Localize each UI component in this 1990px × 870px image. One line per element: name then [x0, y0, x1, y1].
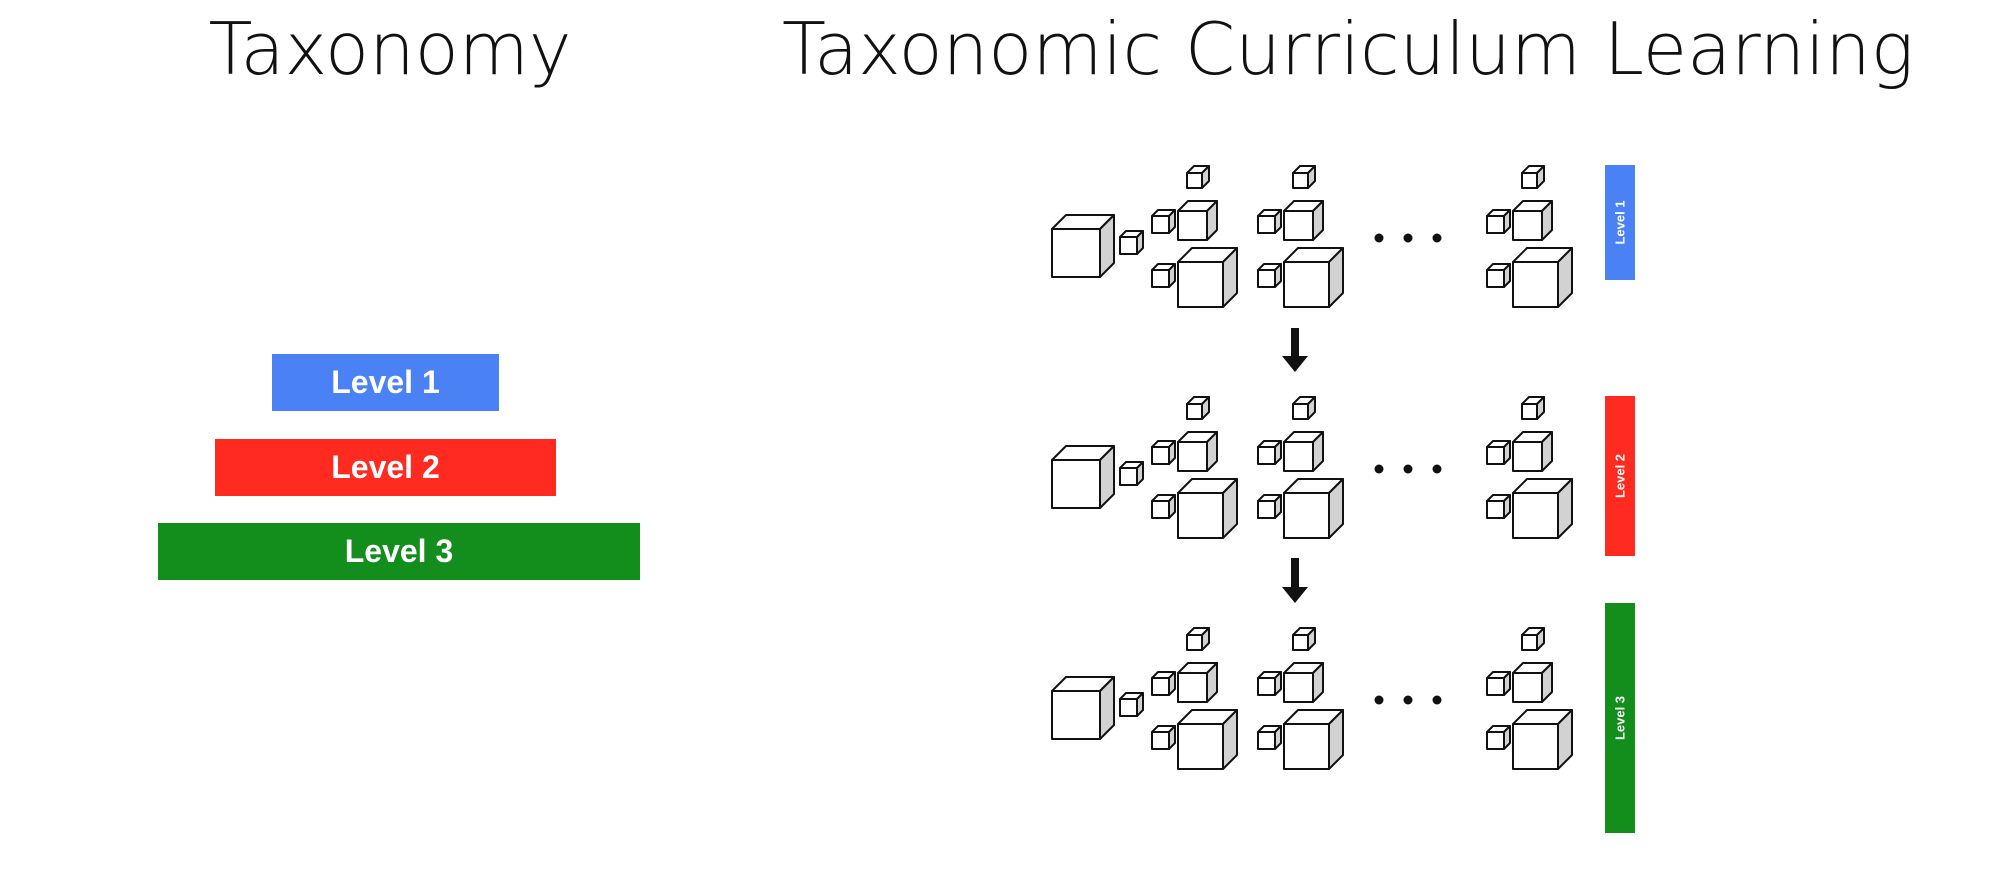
down-arrow-icon: [1282, 558, 1308, 603]
curriculum-title: Taxonomic Curriculum Learning: [782, 7, 1914, 91]
taxonomy-level-1-label: Level 1: [331, 364, 440, 400]
ellipsis-dots: [1374, 695, 1442, 705]
taxonomy-title: Taxonomy: [208, 7, 572, 91]
taxonomy-level-1-bar: Level 1: [272, 354, 499, 411]
cube-cluster-icon: [1151, 165, 1238, 308]
cube-cluster-icon: [1486, 396, 1573, 539]
ellipsis-dots: [1374, 233, 1442, 243]
cube-cluster-icon: [1257, 165, 1344, 308]
cube-cluster-icon: [1151, 627, 1238, 770]
ellipsis-dots: [1374, 464, 1442, 474]
down-arrow-icon: [1282, 328, 1308, 372]
taxonomy-level-3-bar: Level 3: [158, 523, 640, 580]
level-3-side-bar: [1605, 603, 1635, 833]
level-1-side-bar: [1605, 165, 1635, 280]
cube-cluster-icon: [1257, 627, 1344, 770]
taxonomy-level-2-bar: Level 2: [215, 439, 556, 496]
level-2-side-bar: [1605, 396, 1635, 556]
taxonomy-level-3-label: Level 3: [344, 533, 454, 569]
curriculum-row-2: Level 2: [1051, 396, 1635, 556]
curriculum-row-3: Level 3: [1051, 603, 1635, 833]
level-2-side-label: Level 2: [1613, 454, 1628, 498]
level-1-side-label: Level 1: [1613, 200, 1628, 244]
cube-cluster-icon: [1151, 396, 1238, 539]
curriculum-row-1: Level 1: [1051, 165, 1635, 308]
level-3-side-label: Level 3: [1613, 696, 1628, 740]
cube-cluster-icon: [1486, 627, 1573, 770]
taxonomy-level-2-label: Level 2: [331, 449, 440, 485]
cube-cluster-icon: [1257, 396, 1344, 539]
cube-cluster-icon: [1486, 165, 1573, 308]
